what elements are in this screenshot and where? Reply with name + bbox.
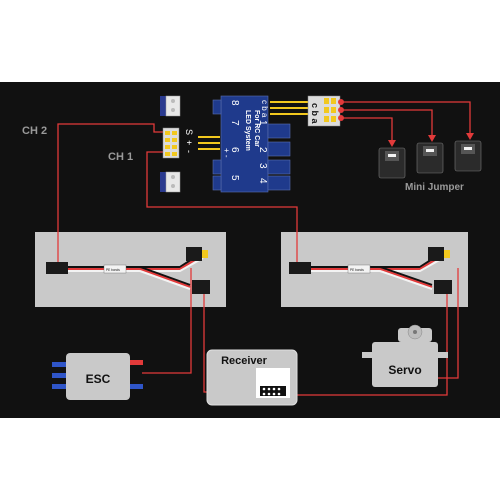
- led-num-8: 8: [229, 100, 240, 106]
- ch2-label: CH 2: [22, 125, 47, 137]
- led-connector-bottom: [160, 171, 181, 193]
- arrow-to-jumper-2: [428, 135, 436, 142]
- led-num-1: 1: [257, 120, 268, 126]
- servo-module: Servo: [362, 324, 448, 387]
- pin-label-plus: +: [184, 140, 194, 145]
- right-y-cable: PE bonds: [289, 247, 452, 294]
- jumper-wire-b: [341, 109, 433, 137]
- right-y-to-servo: [438, 268, 459, 379]
- led-module-title-1: LED System: [244, 110, 251, 151]
- left-y-cable: PE bonds: [46, 247, 210, 294]
- jumper-block: c b a: [307, 95, 341, 127]
- ch2-wire: [57, 123, 163, 262]
- right-y-to-receiver: [290, 288, 448, 396]
- led-module-left-connectors: [212, 99, 222, 191]
- led-num-7: 7: [229, 120, 240, 126]
- yellow-pins-right: [270, 101, 308, 115]
- pin-label-minus: -: [184, 150, 194, 153]
- led-num-4: 4: [257, 178, 268, 184]
- led-num-2: 2: [257, 147, 268, 153]
- ch1-wire: [146, 151, 298, 262]
- led-module-right-connectors: [267, 123, 291, 191]
- mini-jumper-3: [454, 140, 482, 172]
- mini-jumper-label: Mini Jumper: [405, 182, 464, 193]
- mini-jumper-1: [378, 147, 406, 179]
- led-num-5: 5: [229, 175, 240, 181]
- led-num-6: 6: [229, 147, 240, 153]
- red-wires: [57, 101, 471, 396]
- led-input-header: [162, 127, 180, 159]
- mini-jumper-2: [416, 142, 444, 174]
- led-connector-top: [160, 95, 181, 117]
- jumper-block-label: c b a: [310, 103, 320, 125]
- jumper-wire-c: [341, 101, 471, 135]
- pin-label-s: S: [184, 129, 194, 135]
- led-module: LED System For RC Car 8 7 6 5 1 2 3 4 + …: [220, 95, 269, 193]
- jumper-wire-a: [341, 117, 393, 142]
- left-y-cable-tag: PE bonds: [106, 268, 120, 272]
- led-module-abc: c b a: [260, 100, 269, 118]
- esc-module: ESC: [52, 353, 143, 400]
- receiver-module: Receiver: [206, 349, 298, 406]
- ch1-label: CH 1: [108, 151, 133, 163]
- led-pin-labels: S + -: [184, 129, 194, 153]
- left-y-to-esc: [142, 268, 192, 374]
- receiver-label: Receiver: [221, 355, 268, 367]
- yellow-pins-left: [198, 136, 220, 150]
- right-y-cable-tag: PE bonds: [350, 268, 364, 272]
- led-module-title-2: For RC Car: [253, 110, 260, 147]
- arrow-to-jumper-1: [388, 140, 396, 147]
- esc-label: ESC: [86, 372, 111, 386]
- jumper-red-dots: [338, 99, 344, 121]
- led-module-pm: + -: [222, 148, 231, 158]
- arrow-to-jumper-3: [466, 133, 474, 140]
- led-num-3: 3: [257, 163, 268, 169]
- servo-label: Servo: [388, 363, 421, 377]
